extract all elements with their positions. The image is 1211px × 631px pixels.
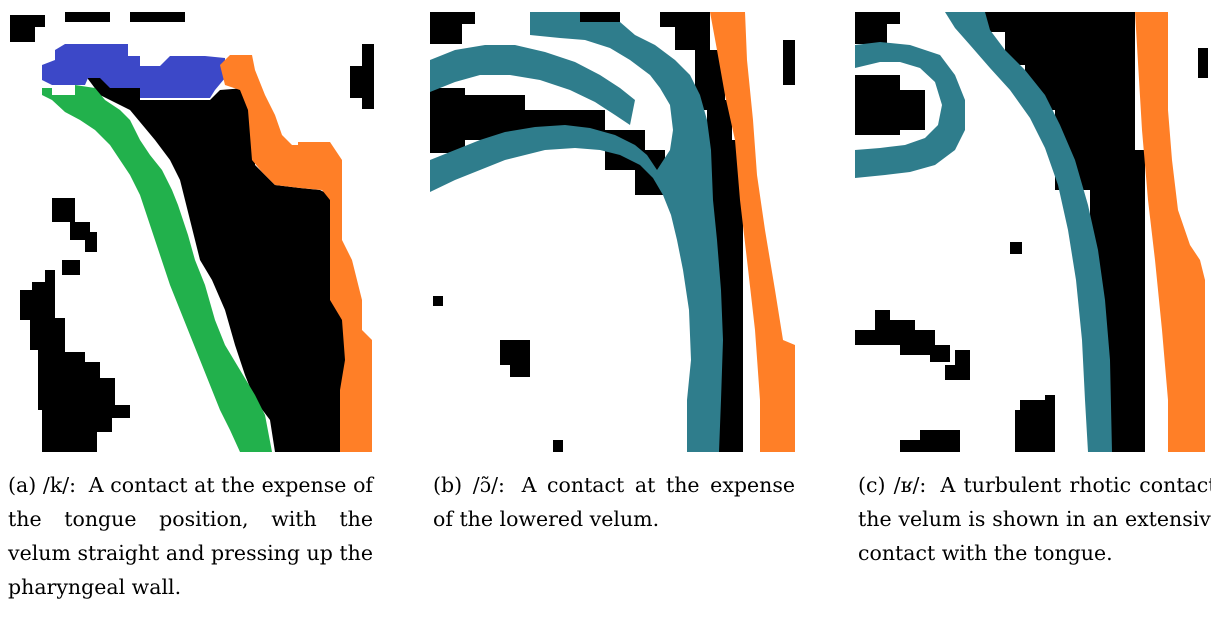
caption-c: (c) /ʁ/: A turbulent rhotic contact, the…	[858, 468, 1211, 570]
background-blocks	[855, 12, 1208, 452]
caption-c-label: (c) /ʁ/:	[858, 473, 927, 497]
panel-b-image	[425, 0, 800, 455]
contact-region	[855, 42, 965, 178]
panel-a-image	[0, 0, 380, 455]
caption-a: (a) /k/: A contact at the expense of the…	[8, 468, 373, 604]
velum-region	[42, 44, 225, 98]
caption-b-text: A contact at the expense of the lowered …	[433, 473, 795, 531]
segmentation-map-b	[425, 0, 800, 455]
caption-b-label: (b) /ɔ̃/:	[433, 473, 505, 497]
contact-region-upper	[430, 45, 635, 125]
segmentation-map-a	[0, 0, 380, 455]
panel-c-image	[850, 0, 1211, 455]
contact-region	[430, 12, 723, 452]
pharyngeal-wall-region	[1135, 12, 1205, 452]
caption-c-text: A turbulent rhotic contact, the velum is…	[858, 473, 1211, 565]
caption-b: (b) /ɔ̃/: A contact at the expense of th…	[433, 468, 795, 536]
background-blocks	[10, 12, 374, 452]
contact-region-band	[945, 12, 1112, 452]
caption-a-text: A contact at the expense of the tongue p…	[8, 473, 373, 599]
pharyngeal-wall-region	[220, 55, 372, 452]
caption-a-label: (a) /k/:	[8, 473, 77, 497]
segmentation-map-c	[850, 0, 1211, 455]
pharyngeal-wall-region	[710, 12, 795, 452]
tongue-region	[42, 85, 272, 452]
